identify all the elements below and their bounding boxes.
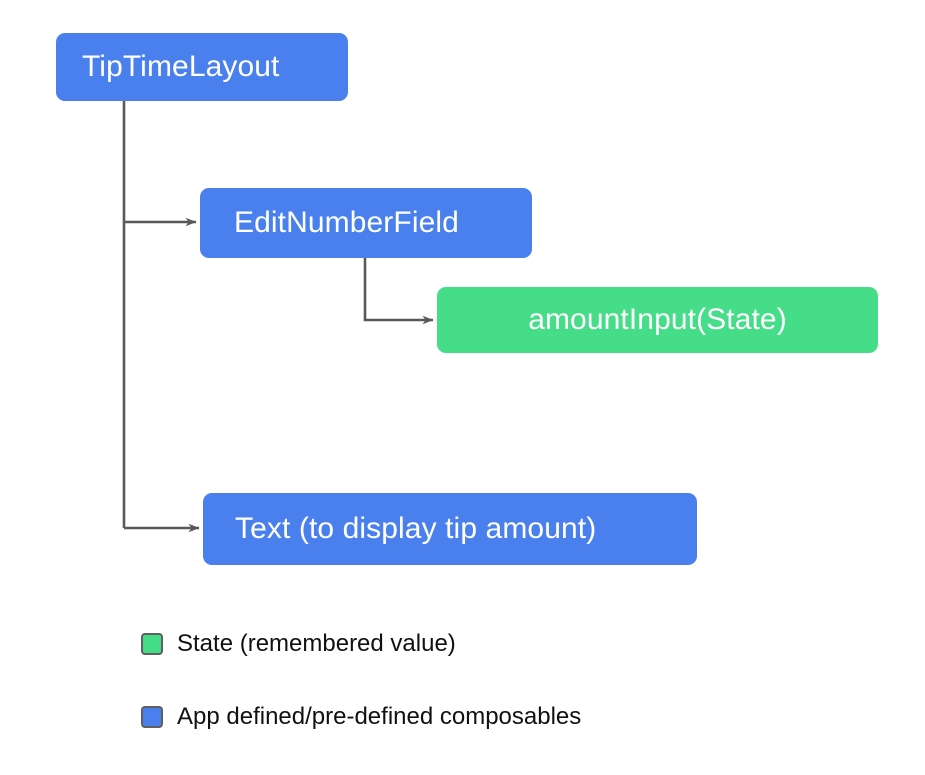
legend-swatch-state-icon xyxy=(141,633,163,655)
node-text-tip-amount-label: Text (to display tip amount) xyxy=(235,512,597,545)
node-amountinput-state[interactable]: amountInput(State) xyxy=(437,287,878,353)
legend-item-composable: App defined/pre-defined composables xyxy=(141,703,581,731)
node-editnumberfield-label: EditNumberField xyxy=(234,206,459,239)
legend-item-state: State (remembered value) xyxy=(141,630,581,658)
node-editnumberfield[interactable]: EditNumberField xyxy=(200,188,532,258)
legend-item-composable-label: App defined/pre-defined composables xyxy=(177,703,582,730)
legend-swatch-composable-icon xyxy=(141,706,163,728)
legend: State (remembered value) App defined/pre… xyxy=(141,630,581,731)
node-tiptimelayout[interactable]: TipTimeLayout xyxy=(56,33,348,101)
edge-editnumberfield-amountinput xyxy=(363,258,434,325)
node-amountinput-label: amountInput(State) xyxy=(528,303,787,336)
node-text-tip-amount[interactable]: Text (to display tip amount) xyxy=(203,493,697,565)
node-tiptimelayout-label: TipTimeLayout xyxy=(82,50,280,83)
legend-item-state-label: State (remembered value) xyxy=(177,630,456,657)
